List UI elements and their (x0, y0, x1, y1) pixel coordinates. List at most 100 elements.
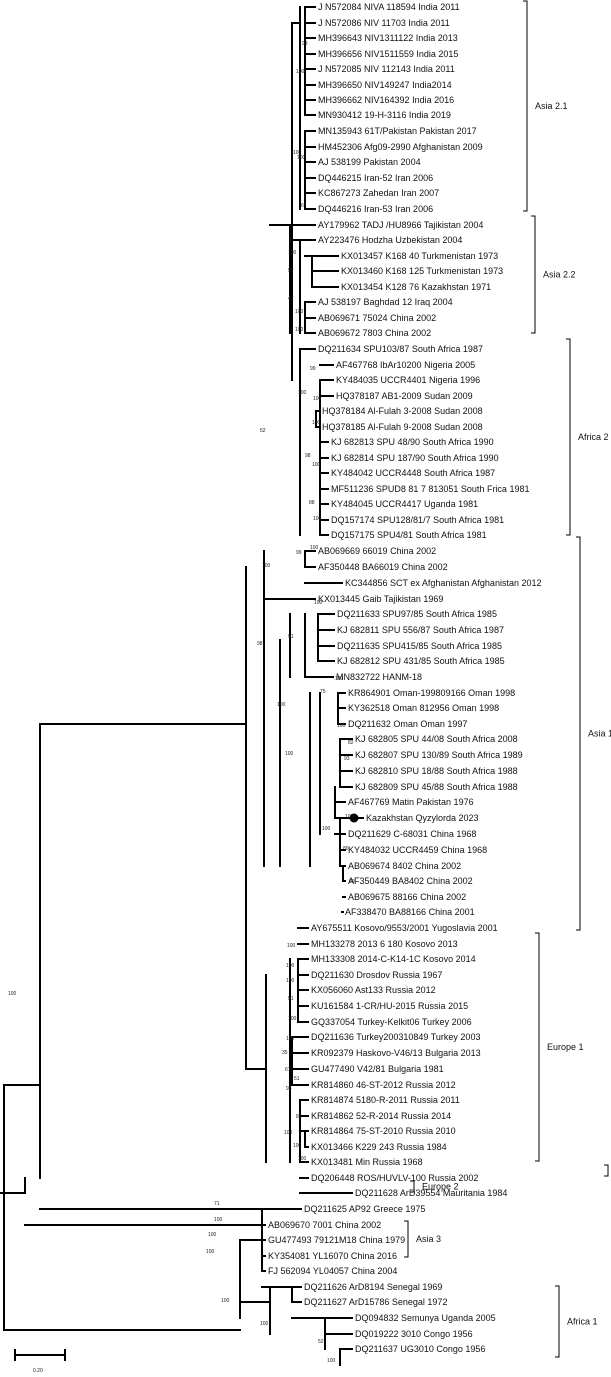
tip-label: MH396656 NIV1511559 India 2015 (318, 49, 458, 59)
tip-label: KR814874 5180-R-2011 Russia 2011 (311, 1095, 460, 1105)
tip-label: MN930412 19-H-3116 India 2019 (318, 110, 451, 120)
bootstrap-value: 100 (312, 420, 321, 426)
tip-label: KX013460 K168 125 Turkmenistan 1973 (341, 266, 503, 276)
bootstrap-value: 100 (286, 978, 295, 984)
bootstrap-value: 47 (288, 296, 294, 302)
bootstrap-value: 98 (305, 453, 311, 459)
tip-label: KC344856 SCT ex Afghanistan Afghanistan … (345, 578, 541, 588)
tip-label: KR092379 Haskovo-V46/13 Bulgaria 2013 (311, 1048, 481, 1058)
tip-label: DQ211625 AP92 Greece 1975 (304, 1204, 425, 1214)
bootstrap-value: 52 (260, 428, 266, 434)
tip-label: FJ 562094 YL04057 China 2004 (268, 1266, 397, 1276)
tip-label: KJ 682809 SPU 45/88 South Africa 1988 (355, 782, 518, 792)
tip-label: DQ211627 ArD15786 Senegal 1972 (304, 1297, 447, 1307)
tip-label: DQ211626 ArD8194 Senegal 1969 (304, 1282, 442, 1292)
tip-label: GU477490 V42/81 Bulgaria 1981 (311, 1064, 444, 1074)
bootstrap-value: 100 (260, 1321, 269, 1327)
bootstrap-value: 61 (301, 203, 307, 209)
tip-label: KU161584 1-CR/HU-2015 Russia 2015 (311, 1001, 468, 1011)
tip-label: AY179962 TADJ /HU8966 Tajikistan 2004 (318, 220, 483, 230)
tip-label: AB069670 7001 China 2002 (268, 1220, 381, 1230)
clade-bracket (404, 1220, 409, 1258)
tip-label: GQ337054 Turkey-Kelkit06 Turkey 2006 (311, 1017, 472, 1027)
tip-label: MH396662 NIV164392 India 2016 (318, 95, 454, 105)
bootstrap-value: 100 (214, 1217, 223, 1223)
tip-label: KY484042 UCCR4448 South Africa 1987 (331, 468, 495, 478)
tip-label: DQ206448 ROS/HUVLV-100 Russia 2002 (311, 1173, 478, 1183)
clade-bracket (555, 1285, 560, 1358)
bootstrap-value: 100 (8, 991, 17, 997)
bootstrap-value: 97 (288, 268, 294, 274)
bootstrap-value: 51 (294, 1076, 300, 1082)
bootstrap-value: 100 (221, 1298, 230, 1304)
tip-label: KY354081 YL16070 China 2016 (268, 1251, 397, 1261)
tip-label: DQ446215 Iran-52 Iran 2006 (318, 173, 433, 183)
tip-label: MH133278 2013 6 180 Kosovo 2013 (311, 939, 458, 949)
bootstrap-value: 100 (285, 751, 294, 757)
tip-label: DQ211634 SPU103/87 South Africa 1987 (318, 344, 483, 354)
tip-label: DQ211628 ArD39554 Mauritania 1984 (355, 1188, 507, 1198)
tip-label: AF467769 Matin Pakistan 1976 (348, 797, 474, 807)
tip-label: MF511236 SPUD8 81 7 813051 South Frica 1… (331, 484, 529, 494)
clade-bracket (604, 1164, 609, 1177)
tip-label: AF467768 IbAr10200 Nigeria 2005 (336, 360, 475, 370)
tip-label: AF338470 BA88166 China 2001 (345, 907, 475, 917)
bootstrap-value: 100 (298, 390, 307, 396)
bootstrap-value: 100 (295, 327, 304, 333)
bootstrap-value: 99 (296, 550, 302, 556)
bootstrap-value: 100 (287, 943, 296, 949)
tip-label: DQ211632 Oman Oman 1997 (348, 719, 467, 729)
tip-label: AF350448 BA66019 China 2002 (318, 562, 448, 572)
tip-label: KY484045 UCCR4417 Uganda 1981 (331, 499, 478, 509)
tip-label: AB069669 66019 China 2002 (318, 546, 436, 556)
clade-label: Asia 1 (588, 729, 611, 739)
tip-label: AY675511 Kosovo/9553/2001 Yugoslavia 200… (311, 923, 498, 933)
clade-bracket (576, 536, 581, 931)
clade-label: Africa 2 (578, 432, 609, 442)
tip-label: AB069671 75024 China 2002 (318, 313, 436, 323)
scale-bar-label: 0.20 (33, 1368, 43, 1374)
tip-label: KX013454 K128 76 Kazakhstan 1971 (341, 282, 491, 292)
clade-bracket (410, 1180, 415, 1193)
bootstrap-value: 100 (288, 250, 297, 256)
bootstrap-value: 93 (302, 41, 308, 47)
tip-label: KJ 682810 SPU 18/88 South Africa 1988 (355, 766, 518, 776)
clade-label: Asia 2.1 (535, 101, 568, 111)
clade-bracket (566, 338, 571, 536)
tip-label: HQ378184 Al-Fulah 3-2008 Sudan 2008 (322, 406, 483, 416)
tip-label: KX013457 K168 40 Turkmenistan 1973 (341, 251, 498, 261)
clade-label: Asia 3 (416, 1234, 441, 1244)
tip-label: J N572086 NIV 11703 India 2011 (318, 18, 450, 28)
tip-label: MH396650 NIV149247 India2014 (318, 80, 452, 90)
bootstrap-value: 99 (310, 366, 316, 372)
bootstrap-value: 100 (262, 563, 271, 569)
clade-bracket (523, 0, 528, 212)
tip-label: MH133308 2014-C-K14-1C Kosovo 2014 (311, 954, 476, 964)
bootstrap-value: 100 (293, 150, 302, 156)
bootstrap-value: 100 (206, 1249, 215, 1255)
tip-label: KY362518 Oman 812956 Oman 1998 (348, 703, 499, 713)
tip-label: KJ 682811 SPU 556/87 South Africa 1987 (337, 625, 504, 635)
bootstrap-value: 71 (214, 1201, 220, 1207)
bootstrap-value: 100 (345, 814, 354, 820)
bootstrap-value: 98 (257, 641, 263, 647)
tip-label: HQ378187 AB1-2009 Sudan 2009 (336, 391, 473, 401)
bootstrap-value: 100 (312, 462, 321, 468)
tip-label: KX013445 Gaib Tajikistan 1969 (318, 594, 443, 604)
bootstrap-value: 100 (322, 826, 331, 832)
bootstrap-value: 100 (296, 69, 305, 75)
tip-label: GU477493 79121M18 China 1979 (268, 1235, 405, 1245)
tip-label: AF350449 BA8402 China 2002 (348, 876, 473, 886)
clade-label: Europe 2 (422, 1182, 459, 1192)
bootstrap-value: 100 (286, 963, 295, 969)
bootstrap-value: 100 (335, 676, 344, 682)
highlight-dot (349, 813, 359, 823)
bootstrap-value: 100 (298, 1156, 307, 1162)
tip-label: J N572084 NIVA 118594 India 2011 (318, 2, 460, 12)
tip-label: Kazakhstan Qyzylorda 2023 (366, 813, 479, 823)
bootstrap-value: 100 (310, 545, 319, 551)
bootstrap-value: 88 (296, 1114, 302, 1120)
bootstrap-value: 100 (286, 1036, 295, 1042)
tip-label: MH396643 NIV1311122 India 2013 (318, 33, 458, 43)
